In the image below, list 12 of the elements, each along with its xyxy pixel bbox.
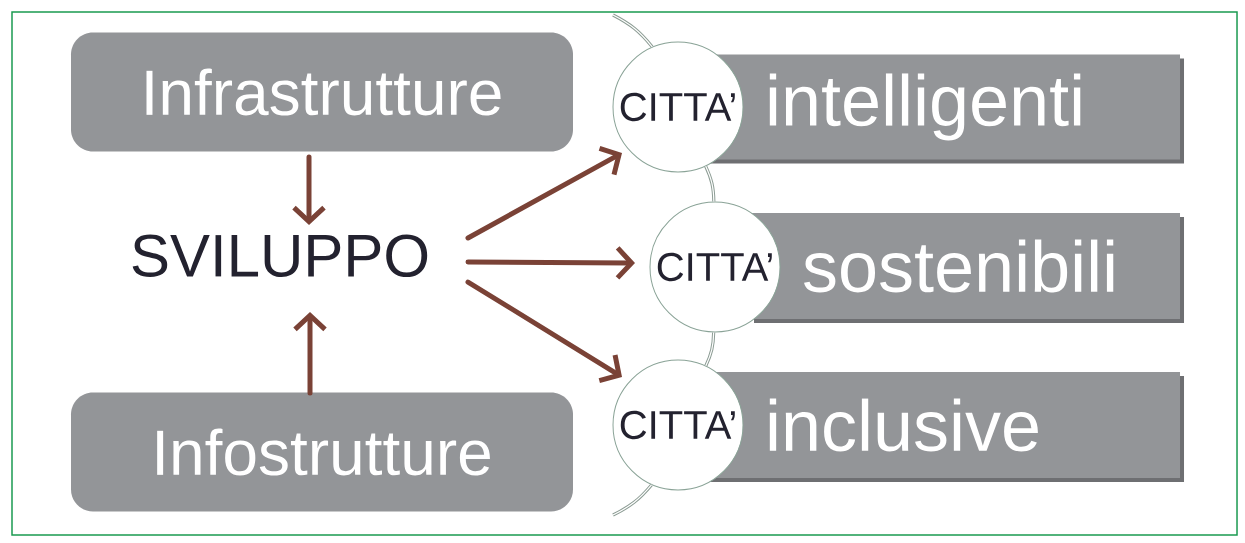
process-box: Infrastrutture xyxy=(71,32,573,152)
arc-line xyxy=(704,331,716,367)
arc-line xyxy=(612,483,653,517)
arc-line xyxy=(704,165,716,203)
arrow xyxy=(465,279,622,384)
arrow xyxy=(293,312,327,396)
title-text: SVILUPPO xyxy=(132,234,428,277)
process-box: Infostrutture xyxy=(71,392,573,512)
arrow xyxy=(465,246,635,280)
arc-line xyxy=(612,13,654,48)
arrow xyxy=(465,145,622,241)
arrow xyxy=(292,154,326,225)
